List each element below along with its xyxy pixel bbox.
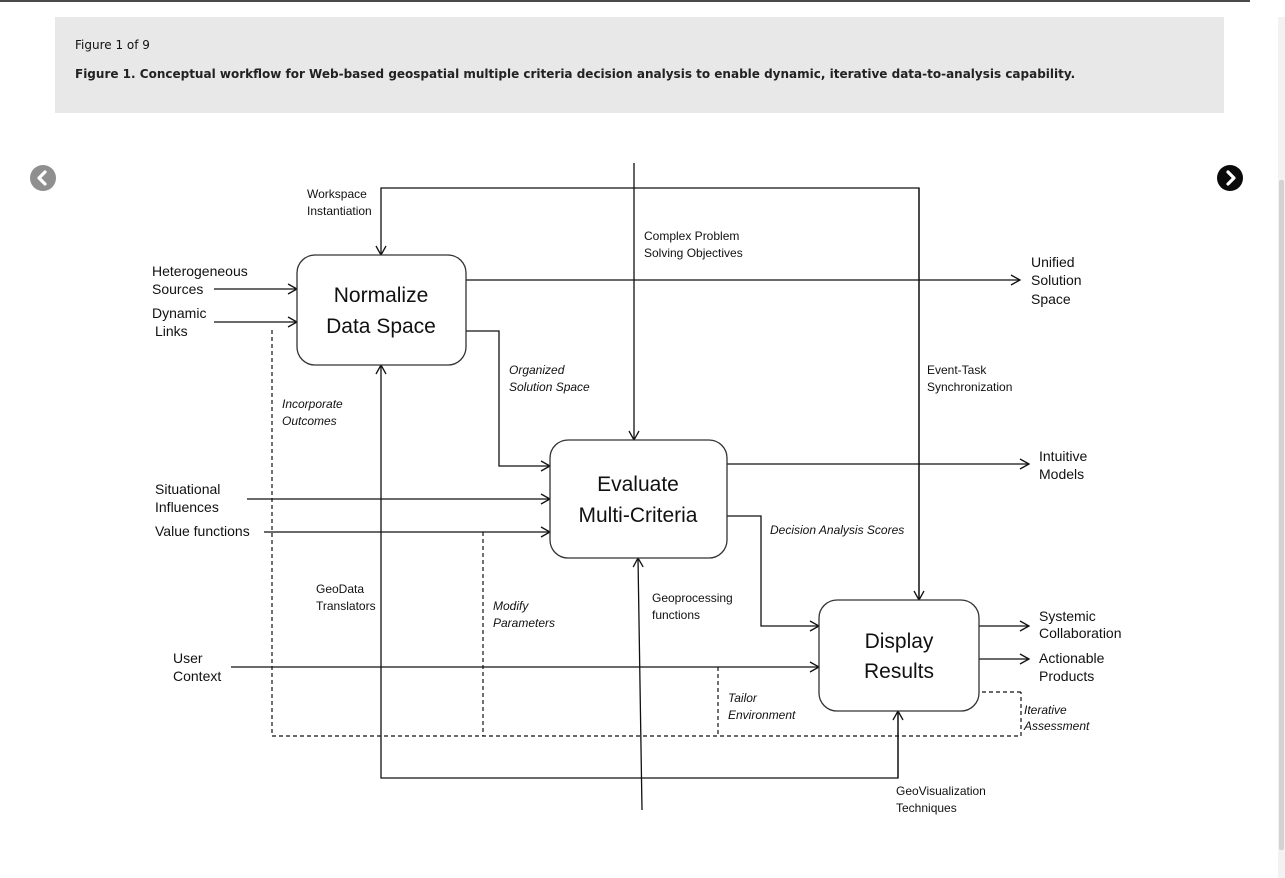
display-box-line2: Results — [864, 660, 934, 683]
chevron-left-icon — [37, 170, 47, 186]
evaluate-box-line2: Multi-Criteria — [578, 504, 697, 527]
normalize-box-line1: Normalize — [334, 284, 429, 307]
label-intuitive-1: Intuitive — [1039, 448, 1087, 464]
label-systemic-1: Systemic — [1039, 608, 1096, 624]
label-dynamic-2: Links — [155, 323, 188, 339]
label-complex-2: Solving Objectives — [644, 246, 743, 260]
label-incorporate-2: Outcomes — [282, 414, 337, 428]
normalize-data-space-box: Normalize Data Space — [296, 254, 467, 366]
next-figure-button[interactable] — [1217, 165, 1243, 191]
connector-lines — [214, 163, 1031, 811]
top-rule — [0, 0, 1250, 2]
label-incorporate-1: Incorporate — [282, 397, 343, 411]
label-heterogeneous-1: Heterogeneous — [152, 263, 248, 279]
label-complex-1: Complex Problem — [644, 229, 739, 243]
label-intuitive-2: Models — [1039, 466, 1084, 482]
label-organized-1: Organized — [509, 363, 565, 377]
dashed-feedback-lines — [271, 330, 1022, 737]
label-actionable-2: Products — [1039, 668, 1094, 684]
label-modify-1: Modify — [493, 599, 529, 613]
display-box-line1: Display — [865, 630, 934, 653]
normalize-box-line2: Data Space — [326, 315, 436, 338]
label-iterative-1: Iterative — [1024, 703, 1067, 717]
previous-figure-button[interactable] — [30, 165, 56, 191]
label-value-functions: Value functions — [155, 523, 250, 539]
label-situational-1: Situational — [155, 481, 220, 497]
label-situational-2: Influences — [155, 499, 219, 515]
label-workspace-1: Workspace — [307, 187, 367, 201]
label-unified-1: Unified — [1031, 254, 1075, 270]
label-geoprocessing-1: Geoprocessing — [652, 591, 733, 605]
label-tailor-1: Tailor — [728, 691, 758, 705]
diagram-labels: Workspace Instantiation Complex Problem … — [152, 187, 1122, 815]
label-unified-2: Solution — [1031, 272, 1082, 288]
label-user-context-1: User — [173, 650, 203, 666]
label-iterative-2: Assessment — [1023, 719, 1090, 733]
label-unified-3: Space — [1031, 291, 1071, 307]
chevron-right-icon — [1226, 170, 1236, 186]
scrollbar-thumb[interactable] — [1279, 180, 1284, 850]
label-event-task-1: Event-Task — [927, 363, 987, 377]
label-modify-2: Parameters — [493, 616, 555, 630]
figure-counter: Figure 1 of 9 — [75, 38, 150, 52]
evaluate-box-line1: Evaluate — [597, 473, 679, 496]
label-geoviz-1: GeoVisualization — [896, 784, 986, 798]
label-geoviz-2: Techniques — [896, 801, 957, 815]
label-organized-2: Solution Space — [509, 380, 590, 394]
label-tailor-2: Environment — [728, 708, 796, 722]
label-actionable-1: Actionable — [1039, 650, 1105, 666]
label-workspace-2: Instantiation — [307, 204, 372, 218]
figure-caption: Figure 1. Conceptual workflow for Web-ba… — [75, 67, 1076, 81]
label-geodata-1: GeoData — [316, 582, 364, 596]
label-geoprocessing-2: functions — [652, 608, 700, 622]
label-geodata-2: Translators — [316, 599, 376, 613]
label-systemic-2: Collaboration — [1039, 625, 1122, 641]
evaluate-multi-criteria-box: Evaluate Multi-Criteria — [549, 439, 728, 559]
label-user-context-2: Context — [173, 668, 221, 684]
label-decision-scores: Decision Analysis Scores — [770, 523, 904, 537]
figure-caption-panel: Figure 1 of 9 Figure 1. Conceptual workf… — [55, 17, 1224, 113]
label-dynamic-1: Dynamic — [152, 305, 206, 321]
display-results-box: Display Results — [818, 599, 980, 712]
label-heterogeneous-2: Sources — [152, 281, 203, 297]
label-event-task-2: Synchronization — [927, 380, 1012, 394]
